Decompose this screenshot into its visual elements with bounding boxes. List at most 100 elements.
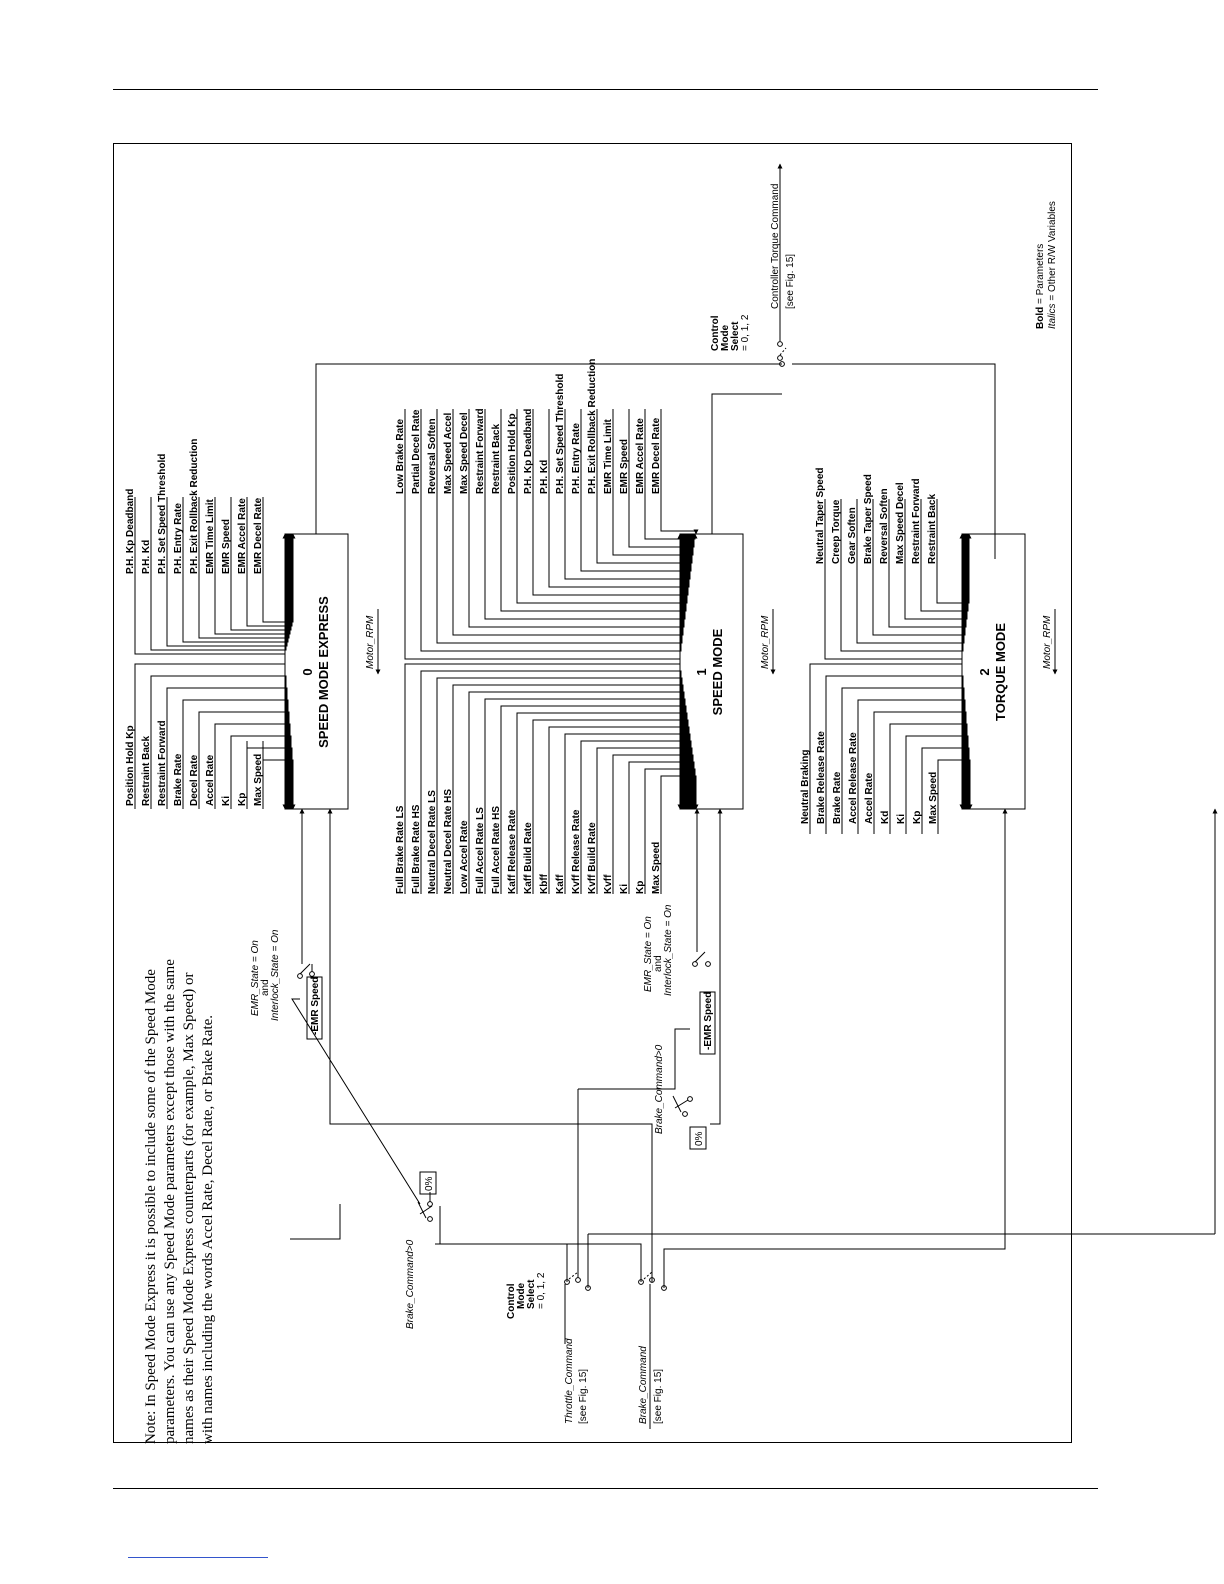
param-feed-line — [436, 509, 685, 644]
param-feed-line — [857, 699, 968, 834]
param-speed_left-13: Kvff — [603, 874, 614, 894]
param-feed-line — [214, 533, 293, 635]
param-feed-line — [484, 509, 688, 620]
emr-switch-mid — [692, 951, 711, 967]
param-feed-line — [841, 687, 967, 834]
controller-torque-label: Controller Torque Command — [770, 184, 781, 309]
param-speed_left-7: Kaff Release Rate — [507, 809, 518, 894]
cms-out-1: Control — [710, 315, 721, 351]
param-feed-line — [825, 675, 966, 834]
param-speed_right-9: P.H. Kd — [539, 460, 550, 494]
throttle-command-label: Throttle_Command — [564, 1338, 575, 1424]
param-torque_right-5: Max Speed Decel — [895, 482, 906, 564]
param-speed_right-6: Restraint Back — [491, 424, 502, 494]
param-speed_right-0: Low Brake Rate — [395, 419, 406, 494]
and-mid: and — [653, 955, 664, 972]
param-speed_right-1: Partial Decel Rate — [411, 409, 422, 494]
param-speed_express_right-7: EMR Accel Rate — [237, 498, 248, 574]
throttle-routing — [290, 808, 1218, 1288]
param-speed_left-8: Kaff Build Rate — [523, 822, 534, 894]
brake-routing — [327, 808, 1008, 1288]
param-speed_right-3: Max Speed Accel — [443, 412, 454, 494]
param-speed_right-4: Max Speed Decel — [459, 412, 470, 494]
note-line-4: with names including the words Accel Rat… — [200, 1015, 216, 1444]
param-feed-line — [468, 691, 687, 894]
param-speed_left-4: Low Accel Rate — [459, 820, 470, 894]
param-feed-line — [920, 533, 971, 612]
cms-in-2: Mode — [516, 1282, 527, 1309]
param-feed-line — [824, 533, 965, 660]
param-feed-line — [548, 509, 692, 588]
speed-mode-title: SPEED MODE — [710, 628, 725, 715]
param-feed-line — [150, 675, 289, 810]
param-torque_right-7: Restraint Back — [927, 494, 938, 564]
param-feed-line — [660, 509, 699, 535]
param-torque_right-3: Brake Taper Speed — [863, 474, 874, 564]
param-speed_right-15: EMR Accel Rate — [635, 418, 646, 494]
param-speed_left-9: Kbff — [539, 873, 550, 894]
param-speed_right-16: EMR Decel Rate — [651, 417, 662, 494]
motor-rpm-inputs — [375, 609, 1058, 675]
param-feed-line — [660, 775, 699, 894]
param-speed_express_left-1: Restraint Back — [141, 736, 152, 806]
param-torque_right-0: Neutral Taper Speed — [815, 467, 826, 564]
param-feed-line — [182, 533, 291, 643]
param-torque_left-6: Ki — [896, 814, 907, 824]
note-line-3: names as their Speed Mode Express counte… — [181, 972, 197, 1444]
param-torque_right-4: Reversal Soften — [879, 488, 890, 564]
param-feed-line — [246, 533, 295, 627]
param-speed_left-2: Neutral Decel Rate LS — [427, 790, 438, 894]
param-torque_right-2: Gear Soften — [847, 507, 858, 564]
param-feed-line — [596, 747, 695, 894]
emr-state-mid: EMR_State = On — [643, 916, 654, 992]
param-feed-line — [420, 670, 684, 894]
param-feed-line — [644, 768, 698, 894]
param-speed_express_left-3: Brake Rate — [173, 753, 184, 806]
param-feed-line — [166, 533, 290, 647]
param-speed_express_left-0: Position Hold Kp — [125, 725, 136, 806]
cms-out-4: = 0, 1, 2 — [740, 314, 751, 351]
param-feed-line — [888, 533, 969, 628]
param-speed_left-15: Kp — [635, 881, 646, 894]
brake-see-fig: [see Fig. 15] — [653, 1369, 664, 1424]
param-feed-line — [596, 509, 695, 564]
param-feed-line — [548, 726, 692, 894]
param-speed_express_right-6: EMR Speed — [221, 519, 232, 574]
speed-express-number: 0 — [300, 668, 315, 675]
param-speed_express_right-3: P.H. Entry Rate — [173, 503, 184, 574]
param-feed-line — [936, 533, 972, 604]
param-feed-line — [134, 533, 288, 655]
controller-see-fig: [see Fig. 15] — [785, 254, 796, 309]
throttle-see-fig: [see Fig. 15] — [578, 1369, 589, 1424]
param-speed_left-5: Full Accel Rate LS — [475, 807, 486, 894]
param-speed_right-8: P.H. Kp Deadband — [523, 409, 534, 494]
param-speed_right-5: Restraint Forward — [475, 408, 486, 494]
throttle-selector — [564, 1271, 591, 1344]
emr-speed-mid: -EMR Speed — [703, 992, 714, 1050]
interlock-mid: Interlock_State = On — [663, 904, 674, 996]
param-feed-line — [580, 740, 694, 894]
param-speed_left-14: Ki — [619, 884, 630, 894]
param-feed-line — [856, 533, 967, 644]
param-feed-line — [628, 509, 697, 548]
zero-pct-switch-mid — [672, 1095, 693, 1117]
brake-command-label: Brake_Command — [638, 1346, 649, 1424]
param-feed-line — [262, 533, 296, 623]
param-torque_left-8: Max Speed — [928, 772, 939, 824]
param-feed-line — [921, 747, 972, 834]
param-speed_left-1: Full Brake Rate HS — [411, 804, 422, 894]
param-torque_right-1: Creep Torque — [831, 499, 842, 564]
emr-speed-box-top — [306, 976, 323, 1040]
param-feed-line — [644, 509, 698, 540]
param-feed-line — [612, 754, 696, 894]
note-line-2: parameters. You can use any Speed Mode p… — [162, 959, 178, 1444]
param-speed_left-11: Kvff Release Rate — [571, 809, 582, 894]
param-feed-line — [404, 663, 683, 894]
zero-pct-top: 0% — [424, 1176, 435, 1191]
brake-gt0-top: Brake_Command>0 — [405, 1239, 416, 1329]
param-speed_express_right-0: P.H. Kp Deadband — [125, 489, 136, 574]
param-feed-line — [532, 509, 691, 596]
header-rule — [113, 89, 1098, 90]
speed-mode-number: 1 — [694, 668, 709, 675]
